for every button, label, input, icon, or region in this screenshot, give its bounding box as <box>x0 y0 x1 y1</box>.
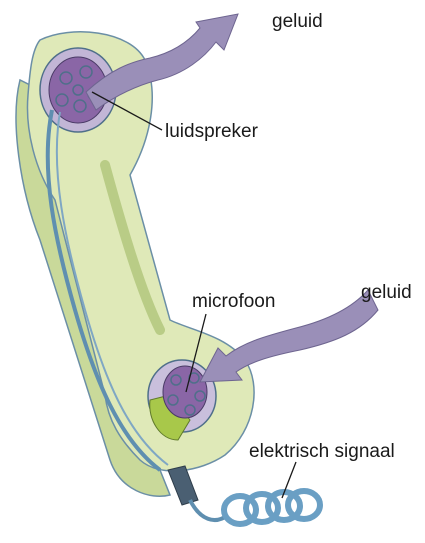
label-microphone: microfoon <box>192 292 275 311</box>
label-electric-signal: elektrisch signaal <box>249 442 395 461</box>
label-speaker: luidspreker <box>165 122 258 141</box>
label-sound-in: geluid <box>361 283 412 302</box>
cord-coil <box>288 491 320 519</box>
cord-plug <box>168 466 198 505</box>
cord <box>168 466 320 524</box>
label-sound-out: geluid <box>272 12 323 31</box>
